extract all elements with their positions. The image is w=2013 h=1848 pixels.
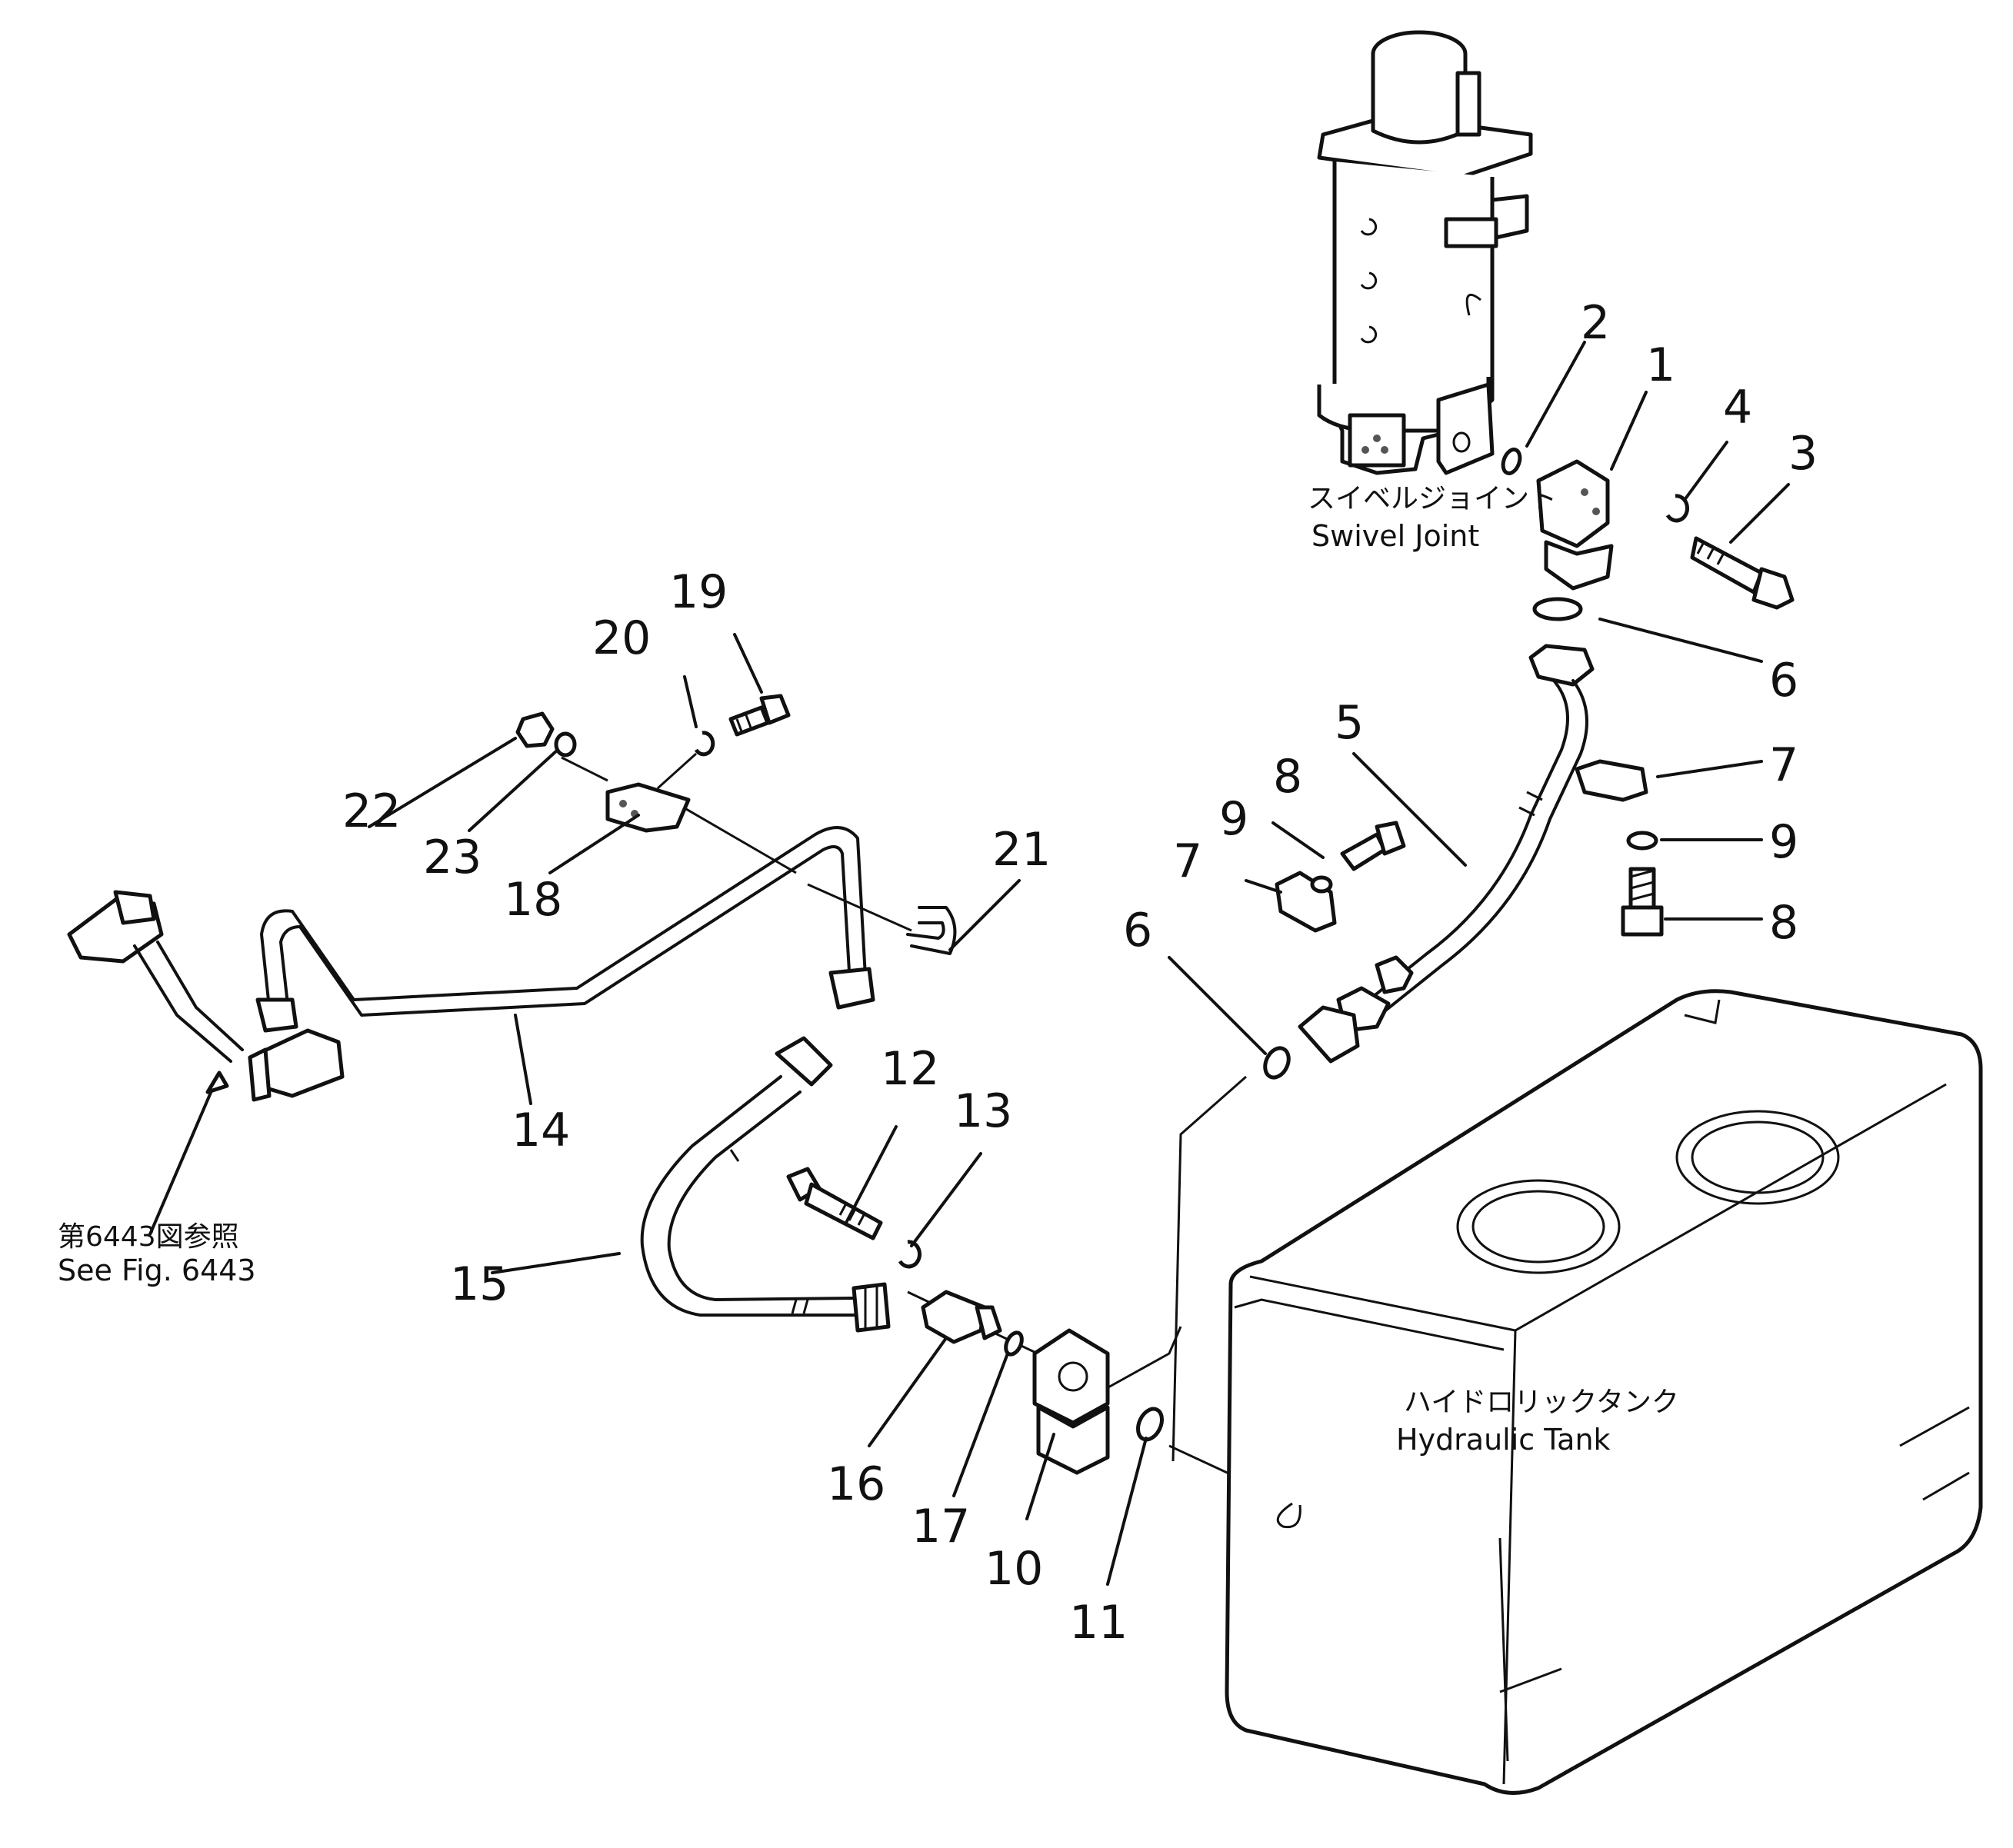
callout-6-lower: 6 bbox=[1123, 904, 1152, 957]
alignment-line-tank bbox=[1171, 1075, 1247, 1462]
part-21-u-clamp bbox=[906, 906, 957, 955]
callout-14: 14 bbox=[512, 1104, 570, 1157]
alignment-line-18 bbox=[676, 802, 797, 874]
callout-1: 1 bbox=[1646, 338, 1675, 392]
part-15-hose bbox=[640, 1036, 891, 1333]
callout-19: 19 bbox=[669, 565, 728, 619]
callout-10: 10 bbox=[985, 1542, 1043, 1596]
part-9-washer-right bbox=[1626, 831, 1658, 851]
part-8-bolt-left bbox=[1340, 821, 1406, 871]
part-20-washer bbox=[694, 731, 715, 757]
tank-label-en: Hydraulic Tank bbox=[1396, 1423, 1611, 1457]
alignment-line-21 bbox=[807, 883, 912, 932]
reference-label-en: See Fig. 6443 bbox=[58, 1254, 256, 1287]
part-13-washer bbox=[898, 1240, 922, 1269]
swivel-joint bbox=[1317, 30, 1533, 475]
part-4-washer bbox=[1665, 494, 1689, 523]
callout-7-right: 7 bbox=[1769, 738, 1798, 792]
part-16-elbow bbox=[921, 1290, 1002, 1344]
alignment-line-20 bbox=[656, 752, 698, 790]
callout-18: 18 bbox=[504, 873, 562, 927]
swivel-joint-label-jp: スイベルジョイント bbox=[1308, 483, 1557, 514]
part-19-bolt bbox=[728, 694, 791, 737]
leader-lines bbox=[368, 341, 1790, 1586]
callout-5: 5 bbox=[1335, 696, 1364, 750]
callout-8-right: 8 bbox=[1769, 896, 1798, 950]
part-14-pipe bbox=[255, 826, 875, 1033]
callout-2: 2 bbox=[1581, 296, 1610, 350]
callout-12: 12 bbox=[881, 1042, 939, 1096]
part-6-o-ring-upper bbox=[1532, 597, 1583, 621]
part-3-bolt bbox=[1690, 536, 1795, 610]
reference-leader bbox=[148, 1071, 221, 1236]
callout-11: 11 bbox=[1069, 1596, 1128, 1650]
callout-20: 20 bbox=[592, 611, 651, 665]
callout-15: 15 bbox=[450, 1257, 508, 1311]
part-1-elbow bbox=[1536, 459, 1614, 591]
part-6-o-ring-lower bbox=[1263, 1046, 1291, 1080]
reference-arrow-head bbox=[205, 1071, 229, 1094]
callout-3: 3 bbox=[1788, 427, 1818, 481]
callout-8-upper: 8 bbox=[1273, 750, 1302, 804]
part-10-block bbox=[1032, 1328, 1110, 1475]
callout-9-left: 9 bbox=[1219, 792, 1248, 846]
part-2-o-ring bbox=[1501, 448, 1522, 475]
callout-7-left: 7 bbox=[1173, 834, 1202, 888]
alignment-line-23 bbox=[561, 756, 608, 782]
part-17-o-ring bbox=[1004, 1330, 1024, 1357]
callout-numbers: 1 2 3 4 5 6 6 7 7 8 8 9 9 10 11 12 13 14… bbox=[342, 296, 1818, 1650]
callout-16: 16 bbox=[827, 1457, 885, 1511]
part-23-washer bbox=[554, 731, 577, 758]
alignment-line-10 bbox=[1099, 1326, 1182, 1393]
part-22-nut bbox=[515, 711, 555, 748]
part-11-o-ring bbox=[1136, 1407, 1164, 1442]
reference-fitting bbox=[67, 890, 345, 1102]
part-5-hose bbox=[1298, 644, 1595, 1064]
part-18-bracket bbox=[605, 782, 691, 833]
reference-label-jp: 第6443図参照 bbox=[58, 1221, 239, 1253]
callout-23: 23 bbox=[423, 831, 482, 884]
callout-17: 17 bbox=[912, 1500, 970, 1553]
callout-21: 21 bbox=[992, 823, 1051, 877]
part-12-bolt bbox=[786, 1167, 883, 1240]
part-7-clamp-right bbox=[1575, 759, 1648, 802]
callout-6-upper: 6 bbox=[1769, 654, 1798, 708]
callout-13: 13 bbox=[954, 1084, 1012, 1138]
callout-22: 22 bbox=[342, 784, 401, 838]
callout-4: 4 bbox=[1723, 381, 1752, 435]
swivel-joint-label-en: Swivel Joint bbox=[1311, 519, 1479, 553]
part-8-bolt-right bbox=[1621, 867, 1664, 937]
tank-label-jp: ハイドロリックタンク bbox=[1404, 1387, 1679, 1418]
part-9-washer-left bbox=[1310, 875, 1333, 894]
callout-9-right: 9 bbox=[1769, 815, 1798, 869]
hydraulic-tank bbox=[1225, 989, 1983, 1795]
